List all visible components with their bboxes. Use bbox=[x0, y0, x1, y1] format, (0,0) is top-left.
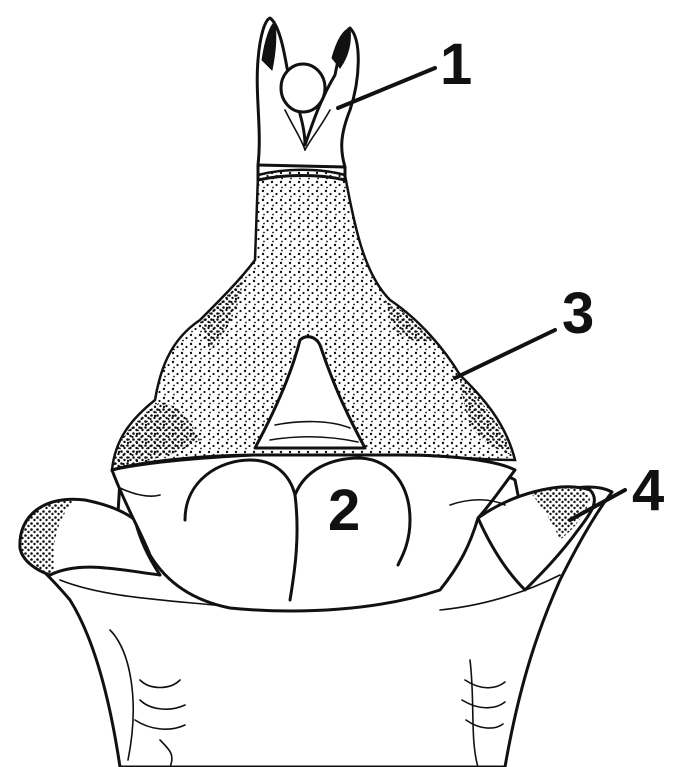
leader-line-3 bbox=[455, 330, 555, 378]
label-1: 1 bbox=[440, 32, 472, 97]
label-4: 4 bbox=[632, 458, 664, 523]
stippled-mass bbox=[112, 161, 515, 470]
label-3: 3 bbox=[562, 281, 594, 346]
label-2: 2 bbox=[328, 478, 360, 543]
forked-tip bbox=[257, 18, 358, 167]
